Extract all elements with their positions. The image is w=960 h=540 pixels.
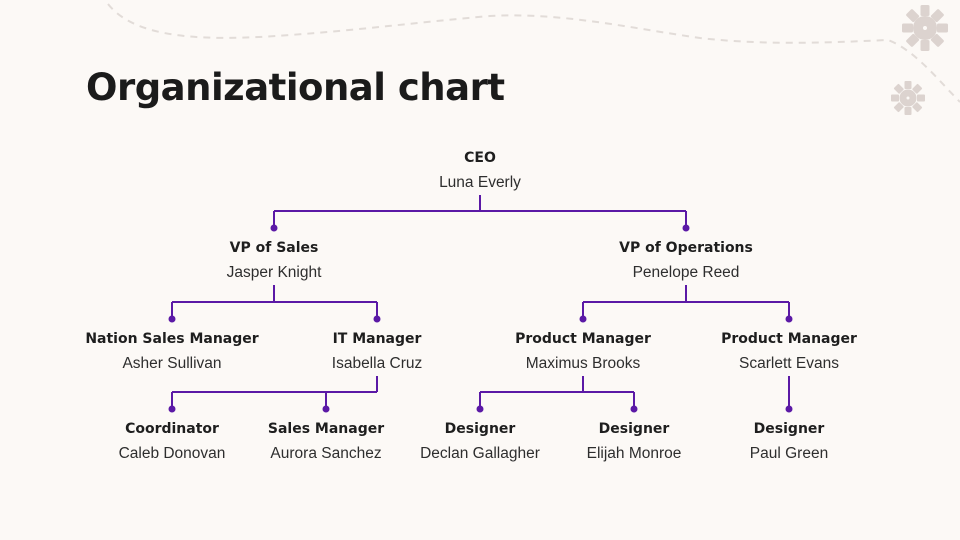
connector-dot: [322, 405, 330, 413]
role-label: Designer: [753, 421, 825, 437]
org-node-it-manager: IT Manager Isabella Cruz: [267, 329, 487, 374]
org-node-designer-2: Designer Elijah Monroe: [524, 419, 744, 464]
connector-it-manager: [171, 376, 378, 409]
connector-dot: [682, 224, 690, 232]
role-label: Product Manager: [721, 331, 857, 347]
gear-icon: [891, 81, 925, 115]
connector-dot: [373, 315, 381, 323]
org-node-coordinator: Coordinator Caleb Donovan: [62, 419, 282, 464]
role-label: VP of Sales: [229, 240, 319, 256]
org-node-ceo: CEO Luna Everly: [370, 148, 590, 193]
role-label: CEO: [464, 150, 496, 166]
role-label: Sales Manager: [267, 421, 385, 437]
connector-dot: [630, 405, 638, 413]
connector-dot: [579, 315, 587, 323]
org-node-product-manager-1: Product Manager Maximus Brooks: [473, 329, 693, 374]
org-node-vp-sales: VP of Sales Jasper Knight: [164, 238, 384, 283]
org-node-sales-manager: Sales Manager Aurora Sanchez: [216, 419, 436, 464]
role-label: Nation Sales Manager: [85, 331, 259, 347]
person-name: Jasper Knight: [226, 264, 322, 281]
role-label: VP of Operations: [619, 240, 753, 256]
connector-dot: [168, 315, 176, 323]
connector-dot: [270, 224, 278, 232]
person-name: Isabella Cruz: [331, 355, 423, 372]
connector-dot: [785, 315, 793, 323]
role-label: IT Manager: [332, 331, 422, 347]
person-name: Scarlett Evans: [739, 355, 839, 372]
person-name: Luna Everly: [439, 174, 521, 191]
person-name: Maximus Brooks: [525, 355, 641, 372]
role-label: Coordinator: [125, 421, 219, 437]
connector-vp-sales: [171, 285, 378, 319]
connector-dot: [168, 405, 176, 413]
person-name: Aurora Sanchez: [270, 445, 382, 462]
gear-icon: [902, 5, 948, 51]
person-name: Caleb Donovan: [118, 445, 226, 462]
connector-vp-operations: [582, 285, 790, 319]
person-name: Asher Sullivan: [122, 355, 222, 372]
person-name: Paul Green: [749, 445, 829, 462]
role-label: Designer: [444, 421, 516, 437]
org-node-designer-3: Designer Paul Green: [679, 419, 899, 464]
role-label: Product Manager: [515, 331, 651, 347]
connector-product-manager-1: [479, 376, 635, 409]
role-label: Designer: [598, 421, 670, 437]
person-name: Penelope Reed: [632, 264, 740, 281]
page-title: Organizational chart: [86, 66, 505, 109]
connector-dot: [785, 405, 793, 413]
org-node-vp-operations: VP of Operations Penelope Reed: [576, 238, 796, 283]
person-name: Elijah Monroe: [586, 445, 682, 462]
org-node-designer-1: Designer Declan Gallagher: [370, 419, 590, 464]
org-node-nation-sales-manager: Nation Sales Manager Asher Sullivan: [62, 329, 282, 374]
connector-dot: [476, 405, 484, 413]
connector-ceo: [273, 195, 687, 228]
org-node-product-manager-2: Product Manager Scarlett Evans: [679, 329, 899, 374]
person-name: Declan Gallagher: [420, 445, 540, 462]
